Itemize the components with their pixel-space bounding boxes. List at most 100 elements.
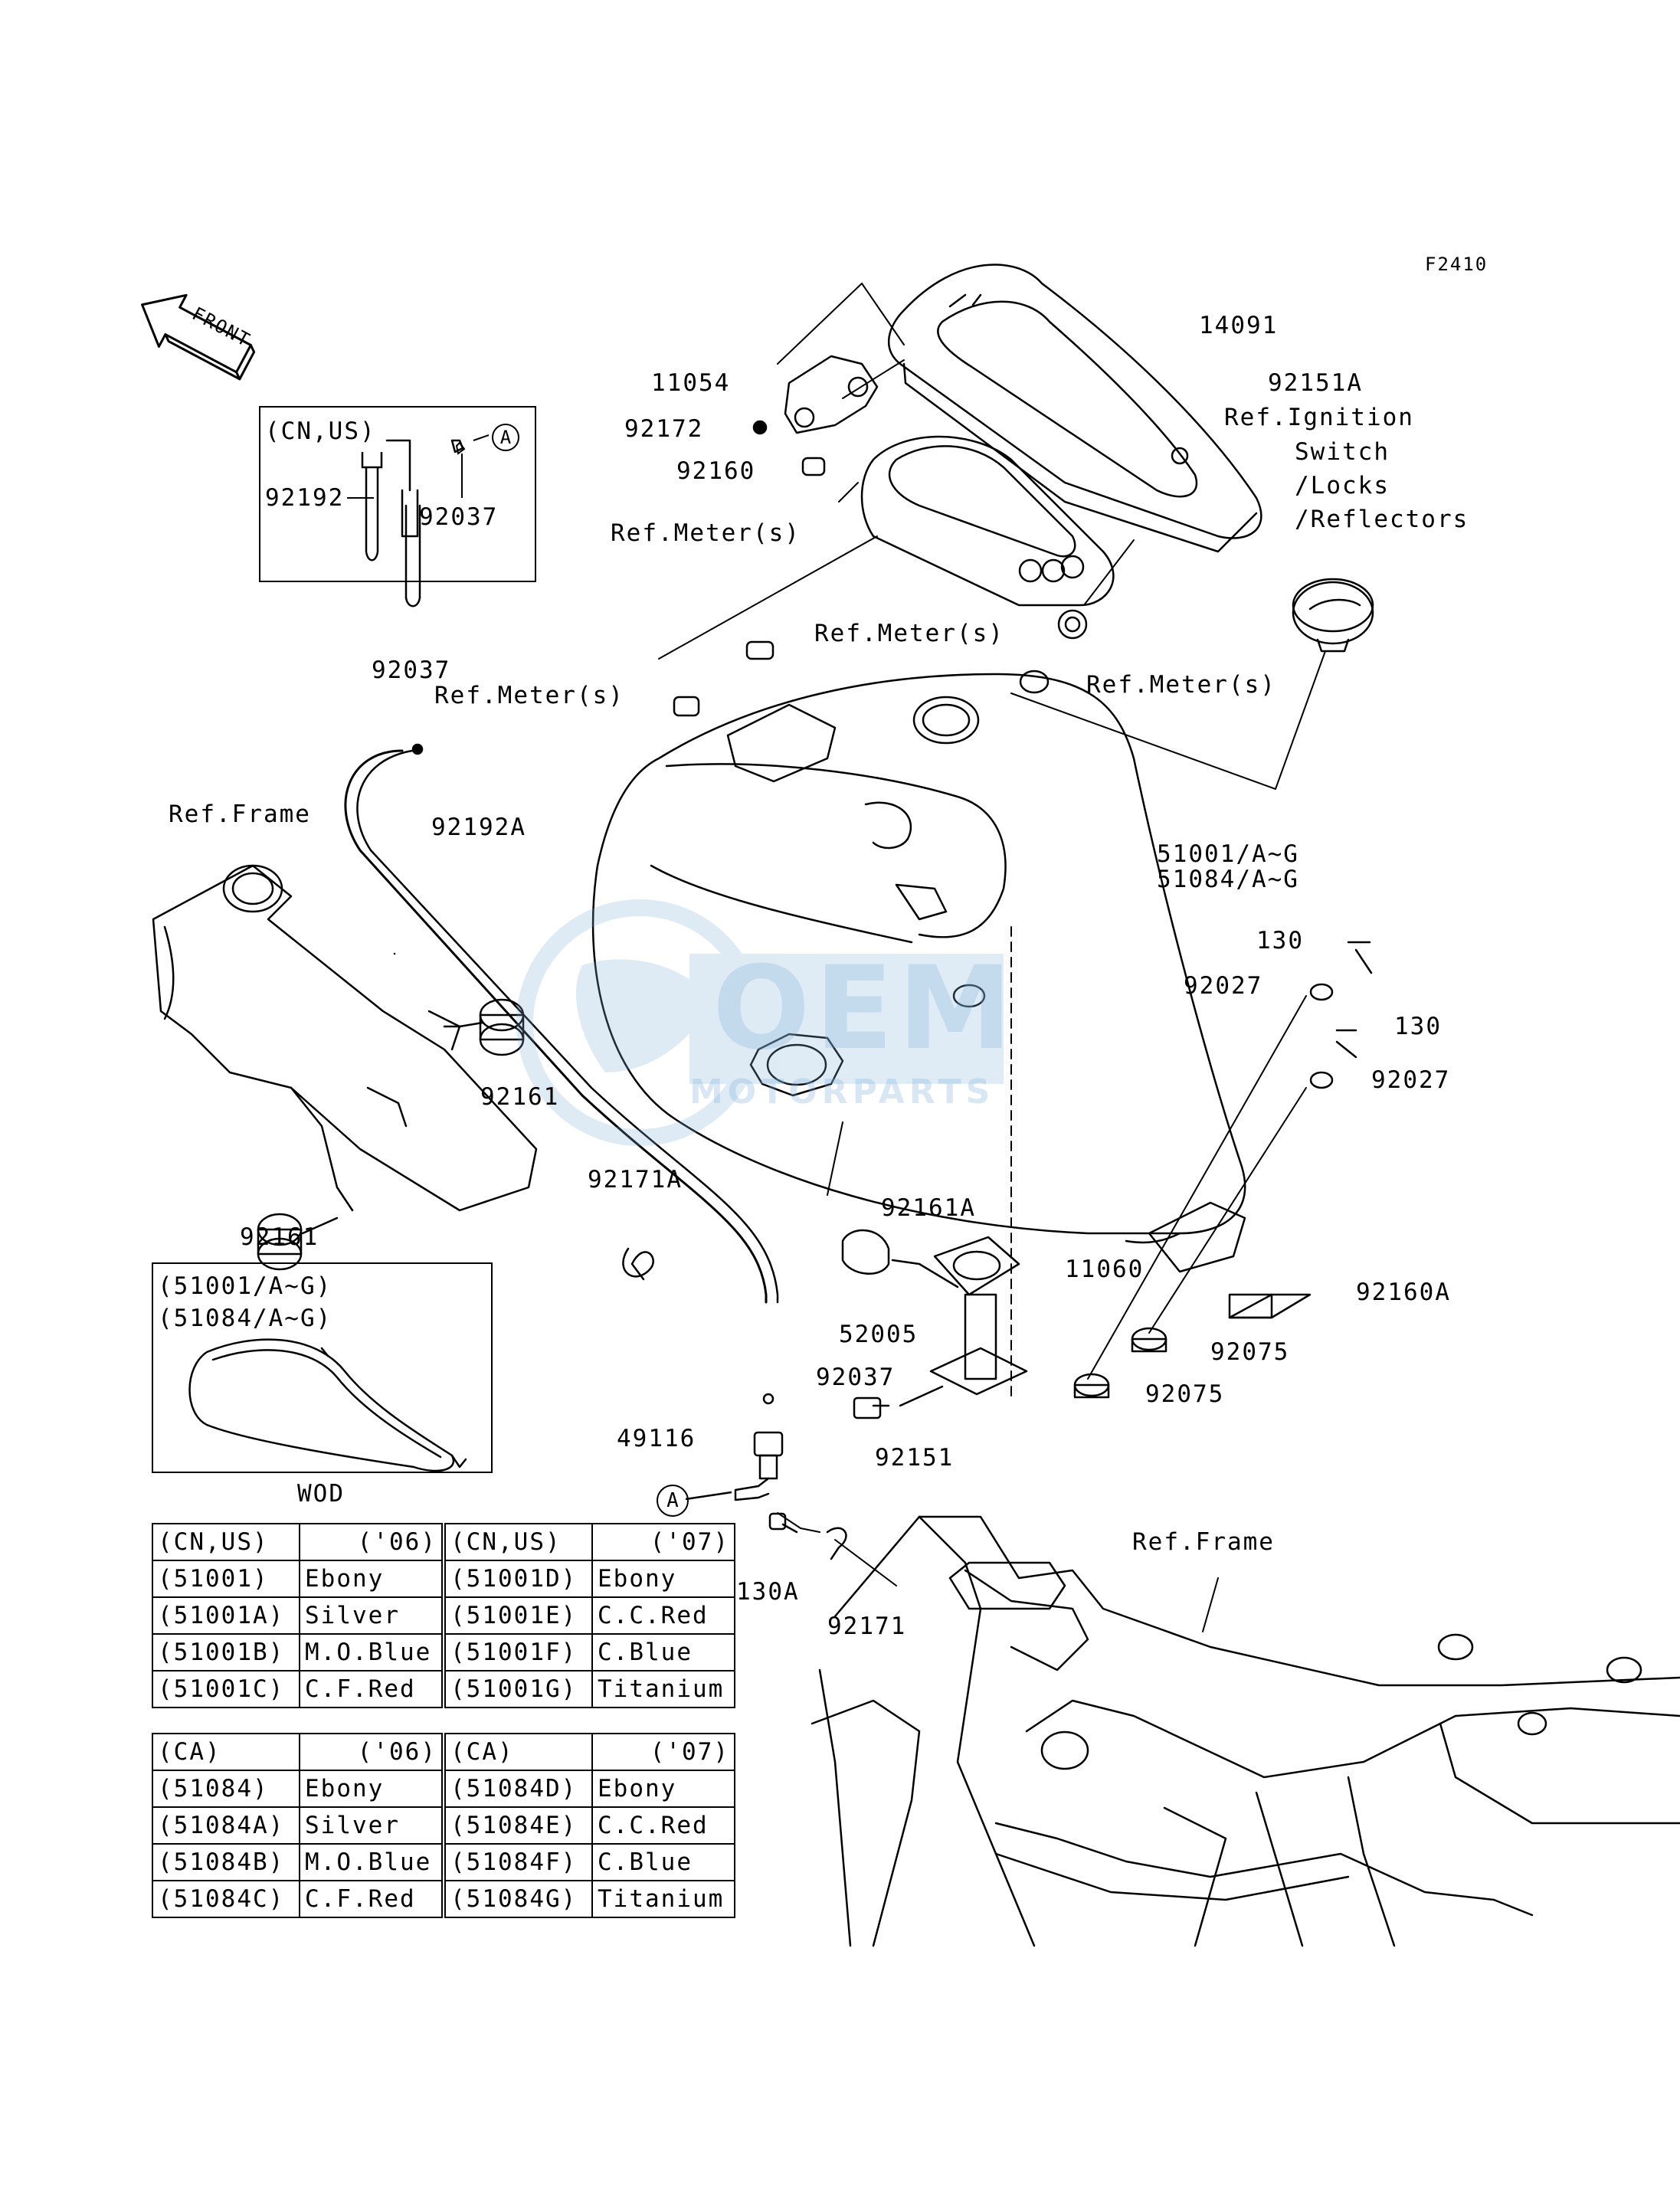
color-name: C.Blue bbox=[591, 1843, 735, 1881]
color-name: Silver bbox=[299, 1596, 443, 1635]
ref-meter-4: Ref.Meter(s) bbox=[434, 682, 624, 709]
color-name: Titanium bbox=[591, 1880, 735, 1918]
inset-us-lines bbox=[347, 434, 490, 562]
part-92027-1: 92027 bbox=[1184, 972, 1263, 1000]
part-code: (51001F) bbox=[444, 1633, 593, 1671]
left-frame-drawing bbox=[152, 864, 538, 1212]
color-name: Silver bbox=[299, 1806, 443, 1845]
color-name: M.O.Blue bbox=[299, 1633, 443, 1671]
color-table-cn-us-06: (CN,US)('06) (51001)Ebony (51001A)Silver… bbox=[152, 1523, 443, 1708]
right-frame-drawing bbox=[811, 1515, 1680, 1947]
part-code: (51001G) bbox=[444, 1670, 593, 1708]
inset-us-callout-a: A bbox=[492, 424, 519, 451]
table-row: (51001G)Titanium bbox=[444, 1670, 735, 1708]
ref-meter-2: Ref.Meter(s) bbox=[814, 620, 1004, 647]
bracket-drawing bbox=[784, 355, 879, 434]
part-code: (51001C) bbox=[152, 1670, 300, 1708]
meter-drawing bbox=[860, 435, 1115, 640]
color-name: Ebony bbox=[591, 1770, 735, 1808]
meter-cover-drawing bbox=[887, 264, 1262, 553]
ref-meter-3: Ref.Meter(s) bbox=[1086, 671, 1276, 699]
inset-wod-line1: (51001/A~G) bbox=[158, 1272, 332, 1300]
table-row: (51084C)C.F.Red bbox=[152, 1880, 443, 1918]
color-name: Titanium bbox=[591, 1670, 735, 1708]
part-130-2: 130 bbox=[1394, 1013, 1442, 1040]
part-14091: 14091 bbox=[1199, 312, 1279, 339]
ref-ignition-line2: Switch bbox=[1295, 438, 1390, 466]
front-arrow-icon bbox=[141, 293, 256, 381]
ref-frame-right: Ref.Frame bbox=[1132, 1528, 1275, 1556]
color-name: C.F.Red bbox=[299, 1670, 443, 1708]
table-row: (51001)Ebony bbox=[152, 1560, 443, 1598]
part-92037-mid: 92037 bbox=[816, 1364, 896, 1391]
inset-us-part-92192: 92192 bbox=[265, 484, 345, 512]
inset-wod-caption: WOD bbox=[297, 1480, 345, 1508]
color-name: C.F.Red bbox=[299, 1880, 443, 1918]
part-92171A: 92171A bbox=[588, 1166, 683, 1193]
part-51084: 51084/A~G bbox=[1157, 866, 1299, 893]
table-row: (51084E)C.C.Red bbox=[444, 1806, 735, 1845]
color-name: Ebony bbox=[299, 1770, 443, 1808]
valve-drawing bbox=[734, 1393, 784, 1501]
part-92192A: 92192A bbox=[431, 814, 526, 841]
part-92075-2: 92075 bbox=[1145, 1380, 1225, 1408]
fuel-tank-drawing bbox=[591, 673, 1246, 1273]
table-row: (51084A)Silver bbox=[152, 1806, 443, 1845]
table-header-region: (CN,US) bbox=[444, 1523, 593, 1561]
fuel-pump-drawing bbox=[841, 1229, 1028, 1419]
table-header-year: ('07) bbox=[591, 1523, 735, 1561]
part-92160A: 92160A bbox=[1356, 1279, 1451, 1306]
callout-a-main: A bbox=[657, 1485, 689, 1517]
part-code: (51084A) bbox=[152, 1806, 300, 1845]
inset-us-part-92037: 92037 bbox=[419, 503, 499, 531]
part-130A: 130A bbox=[736, 1578, 800, 1606]
part-92037-top: 92037 bbox=[372, 656, 451, 684]
diagram-code: F2410 bbox=[1425, 254, 1488, 275]
color-table-cn-us-07: (CN,US)('07) (51001D)Ebony (51001E)C.C.R… bbox=[444, 1523, 735, 1708]
damper-drawing bbox=[257, 998, 525, 1271]
table-row: (51084G)Titanium bbox=[444, 1880, 735, 1918]
part-92151: 92151 bbox=[875, 1444, 955, 1472]
part-92160: 92160 bbox=[676, 457, 756, 485]
ref-frame-left: Ref.Frame bbox=[169, 801, 311, 828]
table-row: (51001B)M.O.Blue bbox=[152, 1633, 443, 1671]
part-code: (51001D) bbox=[444, 1560, 593, 1598]
part-52005: 52005 bbox=[839, 1321, 919, 1348]
part-92171: 92171 bbox=[827, 1613, 907, 1640]
part-92075-1: 92075 bbox=[1210, 1338, 1290, 1366]
table-row: (51001A)Silver bbox=[152, 1596, 443, 1635]
color-table-ca-06: (CA)('06) (51084)Ebony (51084A)Silver (5… bbox=[152, 1733, 443, 1918]
part-code: (51084F) bbox=[444, 1843, 593, 1881]
table-row: (51084)Ebony bbox=[152, 1770, 443, 1808]
part-code: (51001) bbox=[152, 1560, 300, 1598]
part-code: (51084D) bbox=[444, 1770, 593, 1808]
watermark-main: OEM bbox=[712, 942, 1017, 1076]
part-code: (51001A) bbox=[152, 1596, 300, 1635]
color-name: C.C.Red bbox=[591, 1806, 735, 1845]
inset-us-drawing bbox=[385, 439, 464, 955]
ref-ignition-line4: /Reflectors bbox=[1295, 506, 1469, 533]
color-table-ca-07: (CA)('07) (51084D)Ebony (51084E)C.C.Red … bbox=[444, 1733, 735, 1918]
ref-meter-1: Ref.Meter(s) bbox=[611, 519, 801, 547]
part-49116: 49116 bbox=[617, 1425, 696, 1452]
table-row: (51084F)C.Blue bbox=[444, 1843, 735, 1881]
part-92172: 92172 bbox=[624, 415, 704, 443]
part-code: (51084E) bbox=[444, 1806, 593, 1845]
color-name: C.Blue bbox=[591, 1633, 735, 1671]
part-code: (51001E) bbox=[444, 1596, 593, 1635]
watermark-logo bbox=[516, 899, 1004, 1146]
table-row: (51001D)Ebony bbox=[444, 1560, 735, 1598]
color-name: C.C.Red bbox=[591, 1596, 735, 1635]
table-header-year: ('06) bbox=[299, 1523, 443, 1561]
color-name: M.O.Blue bbox=[299, 1843, 443, 1881]
inset-wod-line2: (51084/A~G) bbox=[158, 1305, 332, 1332]
part-92151A: 92151A bbox=[1268, 369, 1363, 397]
inset-wod-box: (51001/A~G) (51084/A~G) bbox=[152, 1262, 493, 1473]
part-92161-1: 92161 bbox=[480, 1083, 560, 1111]
ref-ignition-line1: Ref.Ignition bbox=[1224, 404, 1414, 431]
part-92161-2: 92161 bbox=[240, 1223, 319, 1251]
inset-us-region: (CN,US) bbox=[265, 417, 376, 445]
table-header-year: ('07) bbox=[591, 1733, 735, 1771]
part-11060: 11060 bbox=[1065, 1256, 1145, 1283]
